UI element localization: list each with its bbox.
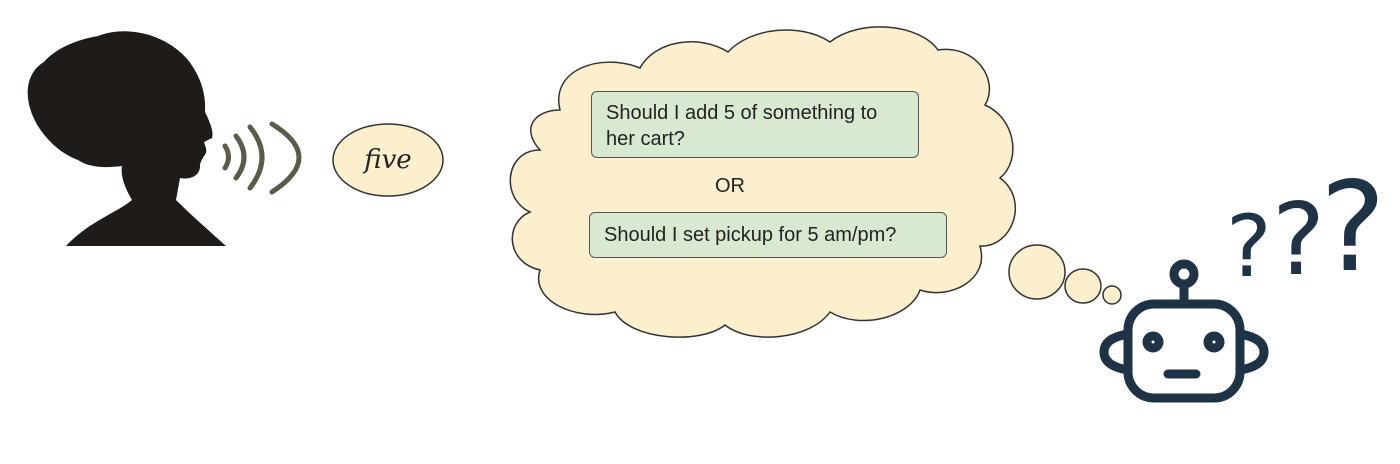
thought-cloud	[509, 26, 1017, 338]
thought-trail-bubble-large	[1008, 244, 1066, 300]
interpretation-set-pickup: Should I set pickup for 5 am/pm?	[589, 212, 947, 258]
question-mark-icon: ?	[1226, 197, 1272, 297]
question-mark-icon: ?	[1272, 181, 1326, 298]
robot-head-icon	[1099, 259, 1269, 403]
interpretation-add-to-cart: Should I add 5 of something to her cart?	[591, 91, 919, 158]
woman-head-silhouette-icon	[27, 31, 227, 246]
question-mark-icon: ?	[1320, 156, 1386, 300]
sound-waves-icon	[222, 121, 302, 195]
spoken-word-bubble	[332, 123, 444, 197]
thought-trail-bubble-small	[1102, 285, 1122, 305]
or-separator: OR	[715, 175, 745, 197]
spoken-word-label: five	[364, 145, 412, 175]
question-marks: ? ? ?	[1220, 150, 1390, 290]
thought-trail-bubble-medium	[1064, 268, 1102, 304]
